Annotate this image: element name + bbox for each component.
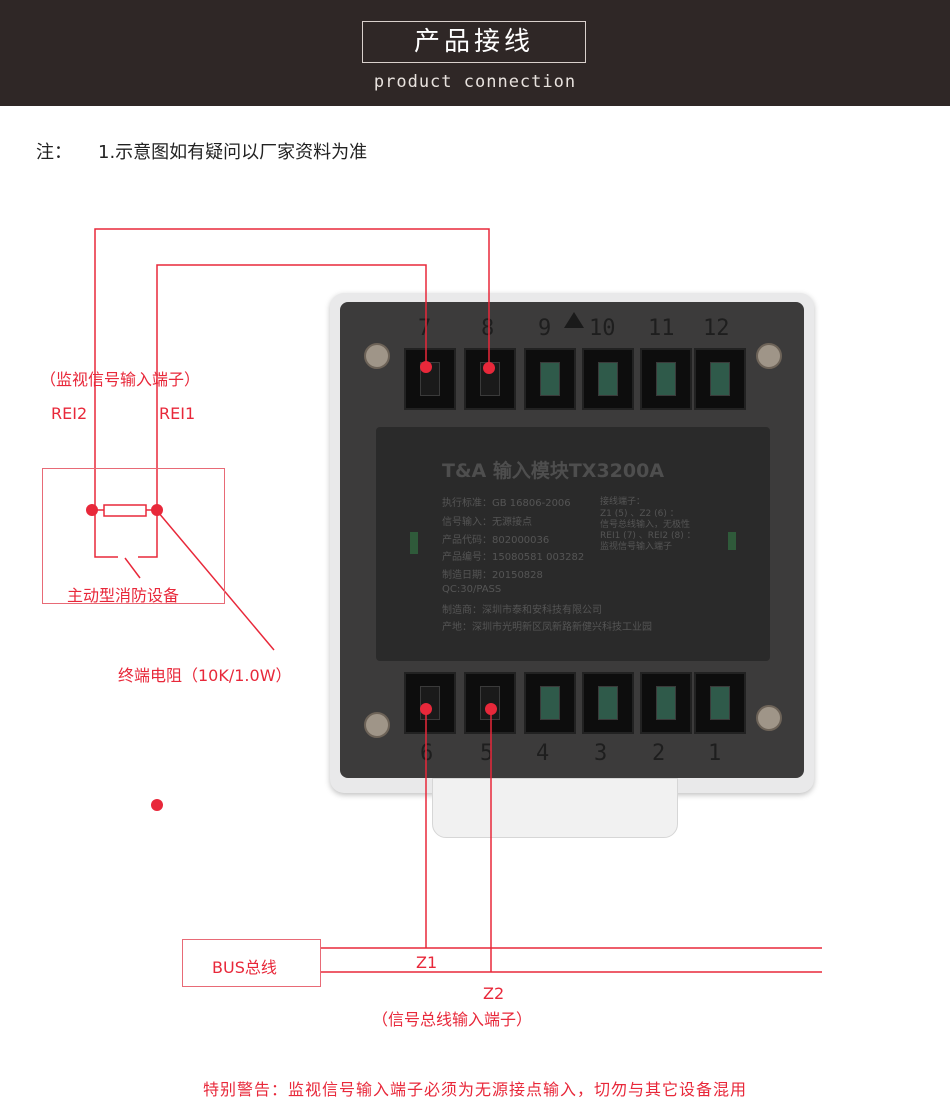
screw-icon [756, 343, 782, 369]
terminal-slot [640, 672, 692, 734]
terminal-slot [582, 348, 634, 410]
page-subtitle: product connection [373, 72, 577, 92]
monitor-terminal-label: （监视信号输入端子） [40, 370, 201, 389]
junction-dot [420, 703, 432, 715]
wire-device-contact [94, 510, 118, 558]
terminal-number: 1 [708, 741, 722, 766]
junction-dot [485, 703, 497, 715]
junction-dot [483, 362, 495, 374]
terminal-slot [640, 348, 692, 410]
rei1-label: REI1 [159, 404, 196, 423]
resistor-label: 终端电阻（10K/1.0W） [118, 666, 292, 685]
spec-line: 产地：深圳市光明新区凤新路新健兴科技工业园 [442, 622, 652, 633]
terminal-number: 12 [703, 316, 730, 341]
terminal-number: 11 [648, 316, 675, 341]
terminal-slot [694, 348, 746, 410]
screw-icon [364, 712, 390, 738]
wire-rei1 [156, 264, 427, 510]
spec-line: 产品编号：15080581 003282 [442, 552, 585, 563]
wire-device-contact [138, 510, 158, 558]
junction-dot [420, 361, 432, 373]
terminal-slot [404, 672, 456, 734]
terminal-line: REI1 (7) 、REI2 (8) ： [600, 531, 696, 541]
bus-box [182, 939, 321, 987]
terminal-number: 4 [536, 741, 550, 766]
terminal-slot [524, 348, 576, 410]
terminal-line: 监视信号输入端子 [600, 542, 673, 552]
note-prefix: 注： [36, 142, 72, 163]
terminal-slot [524, 672, 576, 734]
terminal-line: 接线端子： [600, 497, 646, 507]
resistor-icon [103, 504, 147, 517]
spec-line: 制造日期：20150828 [442, 570, 543, 581]
resistor-pointer [157, 511, 275, 651]
terminal-number: 9 [538, 316, 552, 341]
wire-switch-blade [124, 557, 141, 579]
note-text: 1.示意图如有疑问以厂家资料为准 [98, 142, 368, 163]
terminal-number: 5 [480, 741, 494, 766]
screw-icon [756, 705, 782, 731]
spec-line: 产品代码：802000036 [442, 535, 550, 546]
spec-line: QC:30/PASS [442, 584, 502, 595]
junction-dot [86, 504, 98, 516]
terminal-slot [582, 672, 634, 734]
spec-line: 信号输入：无源接点 [442, 517, 532, 528]
spec-line: 制造商：深圳市泰和安科技有限公司 [442, 605, 602, 616]
module-clip [432, 778, 678, 838]
screw-icon [364, 343, 390, 369]
arrow-up-icon [564, 312, 584, 328]
header-banner [0, 0, 950, 106]
terminal-line: 信号总线输入，无极性 [600, 520, 691, 530]
terminal-slot [464, 348, 516, 410]
z1-label: Z1 [416, 953, 438, 972]
terminal-number: 3 [594, 741, 608, 766]
terminal-number: 7 [418, 316, 432, 341]
terminal-slot [694, 672, 746, 734]
wire-rei2 [94, 228, 490, 510]
rei2-label: REI2 [51, 404, 88, 423]
note-line: 注： 1.示意图如有疑问以厂家资料为准 [36, 138, 367, 164]
indicator-led [728, 532, 736, 550]
terminal-number: 8 [481, 316, 495, 341]
bus-terminal-label: （信号总线输入端子） [372, 1010, 533, 1029]
bus-label: BUS总线 [212, 958, 277, 977]
junction-dot [151, 504, 163, 516]
device-label: 主动型消防设备 [67, 586, 180, 605]
page-title: 产品接线 [362, 21, 586, 63]
warning-text: 特别警告：监视信号输入端子必须为无源接点输入，切勿与其它设备混用 [202, 1080, 747, 1099]
terminal-number: 2 [652, 741, 666, 766]
spec-line: 执行标准：GB 16806-2006 [442, 498, 571, 509]
module-brand: T&A 输入模块TX3200A [442, 460, 665, 482]
terminal-number: 10 [589, 316, 616, 341]
terminal-line: Z1 (5) 、Z2 (6) ： [600, 509, 679, 519]
device-box [42, 468, 225, 604]
indicator-led [410, 532, 418, 554]
module-label-panel [376, 427, 770, 661]
z2-label: Z2 [483, 984, 505, 1003]
junction-dot [151, 799, 163, 811]
